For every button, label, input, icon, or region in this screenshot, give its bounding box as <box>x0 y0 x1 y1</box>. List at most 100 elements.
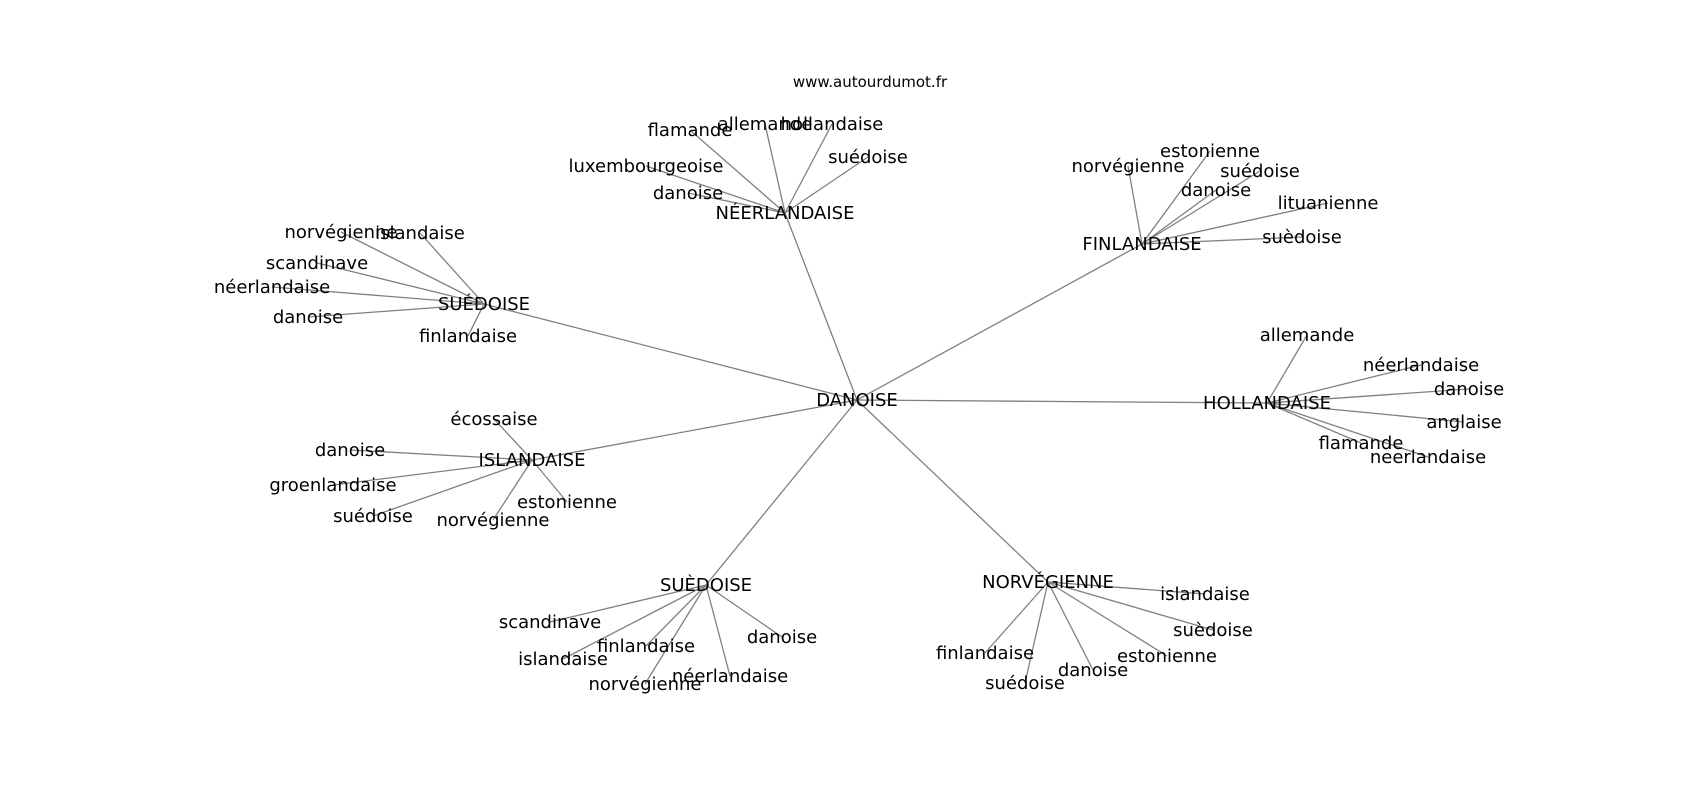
edge-suedoise-scandinave <box>549 584 707 623</box>
edge-suedoise-neerlandaise <box>271 286 485 305</box>
edge-suedoise-neerlandaise <box>705 584 731 677</box>
edge-suedoise-scandinave <box>316 262 485 305</box>
leaf-node-neerlandaise: néerlandaise <box>672 666 788 687</box>
leaf-node-scandinave: scandinave <box>266 253 368 274</box>
edge-hollandaise-neerlandaise <box>1266 364 1422 404</box>
edge-norvegienne-estonienne <box>1047 581 1168 657</box>
edge-center-suedoise <box>705 399 858 586</box>
leaf-node-estonienne: estonienne <box>1160 141 1260 162</box>
edge-hollandaise-allemande <box>1266 334 1308 404</box>
leaf-node-norvegienne: norvégienne <box>1072 156 1185 177</box>
edge-hollandaise-danoise <box>1266 388 1470 404</box>
watermark-text: www.autourdumot.fr <box>793 73 948 91</box>
edge-norvegienne-danoise <box>1047 581 1094 671</box>
leaf-node-danoise: danoise <box>1181 180 1251 201</box>
graph-edges <box>271 123 1470 685</box>
leaf-node-danoise: danoise <box>653 183 723 204</box>
leaf-node-allemande: allemande <box>718 114 813 135</box>
hub-node-finlandaise: FINLANDAISE <box>1082 234 1201 255</box>
leaf-node-danoise: danoise <box>747 627 817 648</box>
leaf-node-finlandaise: finlandaise <box>936 643 1034 664</box>
edge-islandaise-estonienne <box>531 459 568 503</box>
leaf-node-suedoise: suédoise <box>333 506 413 527</box>
edge-hollandaise-neerlandaise <box>1266 402 1429 458</box>
edge-neerlandaise-luxembourgeoise <box>645 165 786 214</box>
edge-hollandaise-anglaise <box>1266 402 1465 423</box>
leaf-node-danoise: danoise <box>1058 660 1128 681</box>
leaf-node-norvegienne: norvégienne <box>437 510 550 531</box>
leaf-node-lituanienne: lituanienne <box>1278 193 1379 214</box>
leaf-node-neerlandaise: neerlandaise <box>1370 447 1486 468</box>
leaf-node-suedoise: suèdoise <box>1173 620 1253 641</box>
leaf-node-estonienne: estonienne <box>517 492 617 513</box>
edge-neerlandaise-allemande <box>764 123 786 214</box>
leaf-node-luxembourgeoise: luxembourgeoise <box>568 156 723 177</box>
hub-node-norvegienne: NORVÉGIENNE <box>982 571 1114 593</box>
edge-neerlandaise-danoise <box>687 192 786 214</box>
hub-node-islandaise: ISLANDAISE <box>479 450 586 471</box>
leaf-node-norvegienne: norvégienne <box>589 674 702 695</box>
edge-norvegienne-finlandaise <box>984 581 1049 654</box>
edge-suedoise-islandaise <box>562 584 707 660</box>
leaf-node-danoise: danoise <box>1434 379 1504 400</box>
edge-suedoise-norvegienne <box>340 231 485 305</box>
leaf-node-islandaise: islandaise <box>518 649 608 670</box>
edge-finlandaise-lituanienne <box>1141 202 1329 245</box>
hub-node-suedoise: SUÉDOISE <box>438 293 530 315</box>
edge-center-hollandaise <box>856 399 1268 404</box>
leaf-node-hollandaise: hollandaise <box>781 114 884 135</box>
edge-finlandaise-suedoise <box>1141 236 1303 245</box>
leaf-node-danoise: danoise <box>273 307 343 328</box>
leaf-node-suedoise: suédoise <box>1220 161 1300 182</box>
edge-finlandaise-suedoise <box>1141 170 1261 245</box>
edge-center-finlandaise <box>856 243 1143 401</box>
leaf-node-allemande: allemande <box>1260 325 1355 346</box>
edge-suedoise-danoise <box>307 303 485 318</box>
center-node-danoise: DANOISE <box>816 390 898 411</box>
edge-norvegienne-suedoise <box>1024 581 1049 684</box>
leaf-node-anglaise: anglaise <box>1426 412 1501 433</box>
edge-suedoise-finlandaise <box>467 303 485 337</box>
hub-node-hollandaise: HOLLANDAISE <box>1203 393 1331 414</box>
leaf-node-neerlandaise: néerlandaise <box>214 277 330 298</box>
leaf-node-finlandaise: finlandaise <box>597 636 695 657</box>
leaf-node-finlandaise: finlandaise <box>419 326 517 347</box>
hub-node-suedoise: SUÈDOISE <box>660 574 752 596</box>
edge-suedoise-norvegienne <box>644 584 707 685</box>
edge-suedoise-danoise <box>705 584 783 638</box>
leaf-node-suedoise: suédoise <box>985 673 1065 694</box>
edge-finlandaise-danoise <box>1141 189 1217 245</box>
edge-center-norvegienne <box>856 399 1049 583</box>
edge-islandaise-norvegienne <box>492 459 533 521</box>
leaf-node-groenlandaise: groenlandaise <box>269 475 396 496</box>
edge-neerlandaise-hollandaise <box>784 123 833 214</box>
leaf-node-danoise: danoise <box>315 440 385 461</box>
hub-node-neerlandaise: NÉERLANDAISE <box>716 202 855 224</box>
edge-islandaise-danoise <box>349 449 533 461</box>
edge-islandaise-groenlandaise <box>332 459 533 486</box>
edge-suedoise-islandaise <box>419 232 485 305</box>
edge-center-islandaise <box>531 399 858 461</box>
leaf-node-suedoise: suédoise <box>828 147 908 168</box>
leaf-node-suedoise: suèdoise <box>1262 227 1342 248</box>
edge-norvegienne-islandaise <box>1047 581 1206 595</box>
edge-neerlandaise-suedoise <box>784 156 869 214</box>
edge-finlandaise-norvegienne <box>1127 165 1143 245</box>
edge-center-suedoise <box>483 303 858 401</box>
leaf-node-neerlandaise: néerlandaise <box>1363 355 1479 376</box>
graph-labels: www.autourdumot.fr DANOISEflamandeallema… <box>214 73 1504 695</box>
leaf-node-scandinave: scandinave <box>499 612 601 633</box>
leaf-node-flamande: flamande <box>648 120 733 141</box>
leaf-node-norvegienne: norvégienne <box>285 222 398 243</box>
edge-islandaise-ecossaise <box>493 418 533 461</box>
leaf-node-flamande: flamande <box>1319 433 1404 454</box>
edge-neerlandaise-flamande <box>689 129 786 214</box>
leaf-node-islandaise: islandaise <box>375 223 465 244</box>
edge-islandaise-suedoise <box>372 459 533 517</box>
edge-center-neerlandaise <box>784 212 858 401</box>
edge-hollandaise-flamande <box>1266 402 1362 444</box>
leaf-node-ecossaise: écossaise <box>450 409 537 430</box>
edge-suedoise-finlandaise <box>645 584 707 647</box>
leaf-node-islandaise: islandaise <box>1160 584 1250 605</box>
